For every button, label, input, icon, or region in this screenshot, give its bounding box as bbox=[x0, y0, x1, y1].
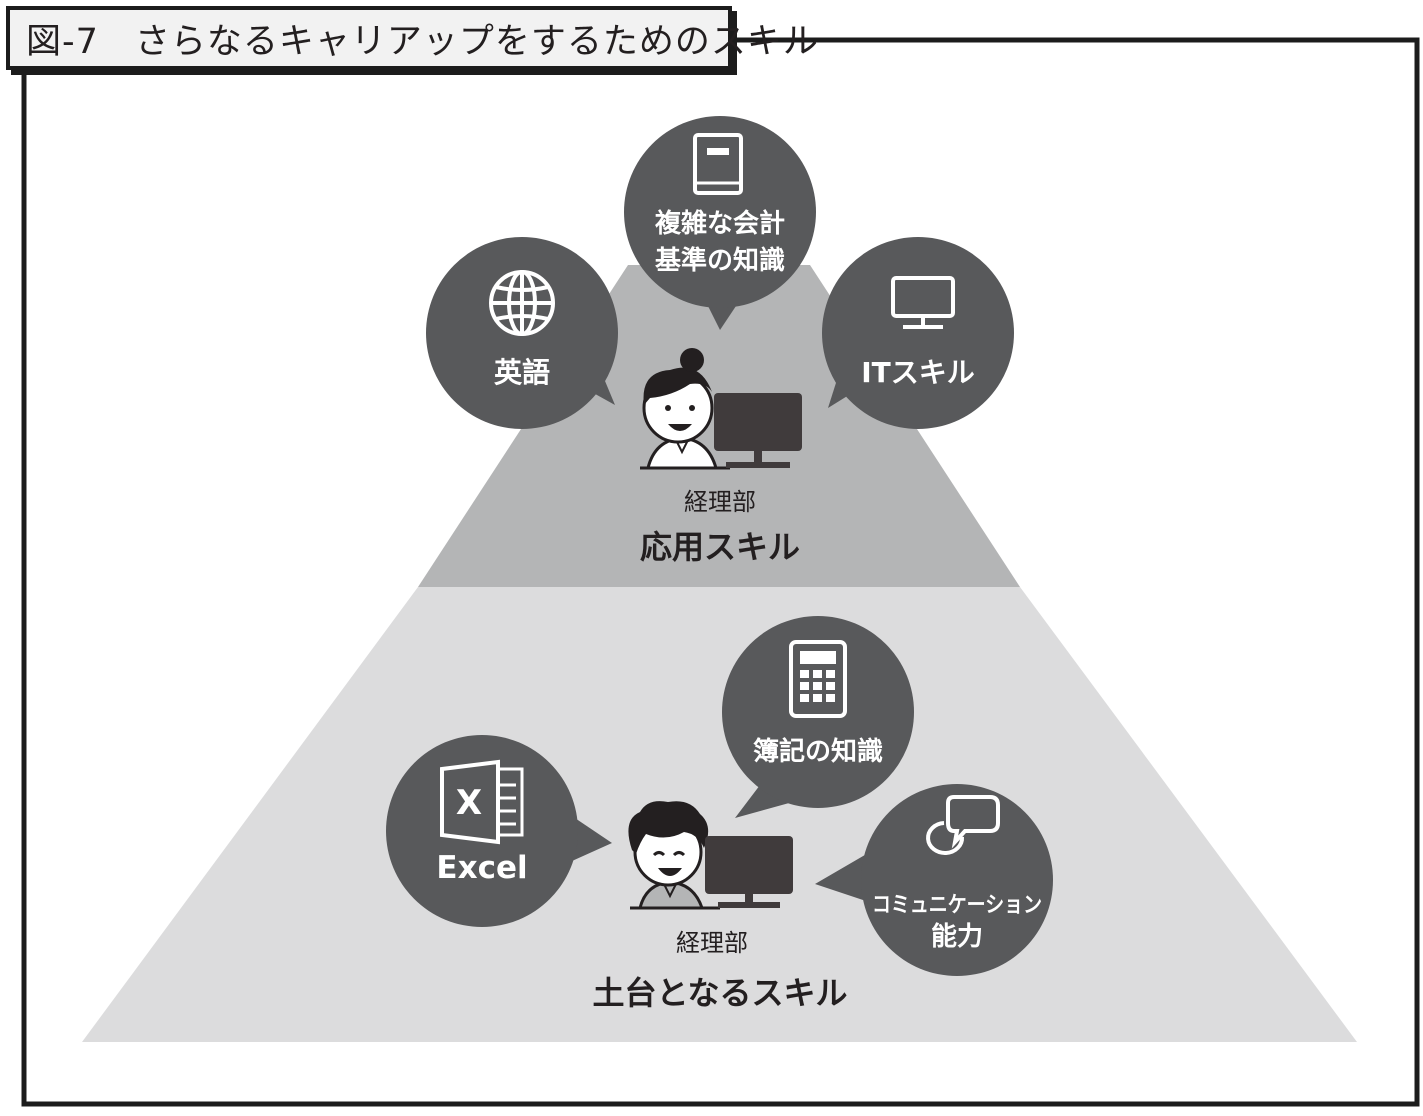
person-avatar bbox=[642, 348, 718, 470]
figure-title: 図-7 さらなるキャリアップをするためのスキル bbox=[6, 6, 818, 70]
person-avatar bbox=[628, 801, 709, 910]
desktop-monitor-icon bbox=[705, 836, 793, 908]
lower-person-label: 経理部 bbox=[676, 929, 748, 957]
accounting-standards-label-line2: 基準の知識 bbox=[655, 245, 785, 276]
bubble-communication: コミュニケーション 能力 bbox=[815, 784, 1053, 976]
book-icon bbox=[693, 133, 743, 195]
upper-person-illustration bbox=[640, 348, 802, 470]
speech-bubbles-icon bbox=[926, 795, 1000, 855]
accounting-standards-label-line1: 複雑な会計 bbox=[655, 208, 785, 239]
communication-label-line1: コミュニケーション bbox=[872, 893, 1042, 918]
excel-icon-letter: X bbox=[456, 783, 482, 823]
bubble-it-skills: ITスキル bbox=[822, 237, 1014, 429]
it-skills-label: ITスキル bbox=[861, 356, 975, 389]
lower-person-illustration bbox=[628, 801, 793, 910]
english-label: 英語 bbox=[494, 356, 550, 389]
bubble-english: 英語 bbox=[426, 237, 618, 429]
communication-label-line2: 能力 bbox=[931, 921, 983, 952]
bookkeeping-label: 簿記の知識 bbox=[753, 736, 883, 767]
globe-icon bbox=[489, 270, 555, 336]
excel-label: Excel bbox=[436, 850, 527, 886]
bubble-excel: X Excel bbox=[386, 735, 612, 927]
calculator-icon bbox=[789, 640, 847, 718]
lower-tier-label: 土台となるスキル bbox=[592, 974, 847, 1012]
desktop-monitor-icon bbox=[714, 393, 802, 468]
excel-icon: X bbox=[440, 759, 524, 845]
bubble-bookkeeping: 簿記の知識 bbox=[722, 616, 914, 818]
upper-person-label: 経理部 bbox=[684, 488, 756, 516]
bubble-accounting-standards: 複雑な会計 基準の知識 bbox=[624, 116, 816, 330]
monitor-icon bbox=[891, 276, 955, 329]
upper-tier-label: 応用スキル bbox=[640, 528, 800, 566]
